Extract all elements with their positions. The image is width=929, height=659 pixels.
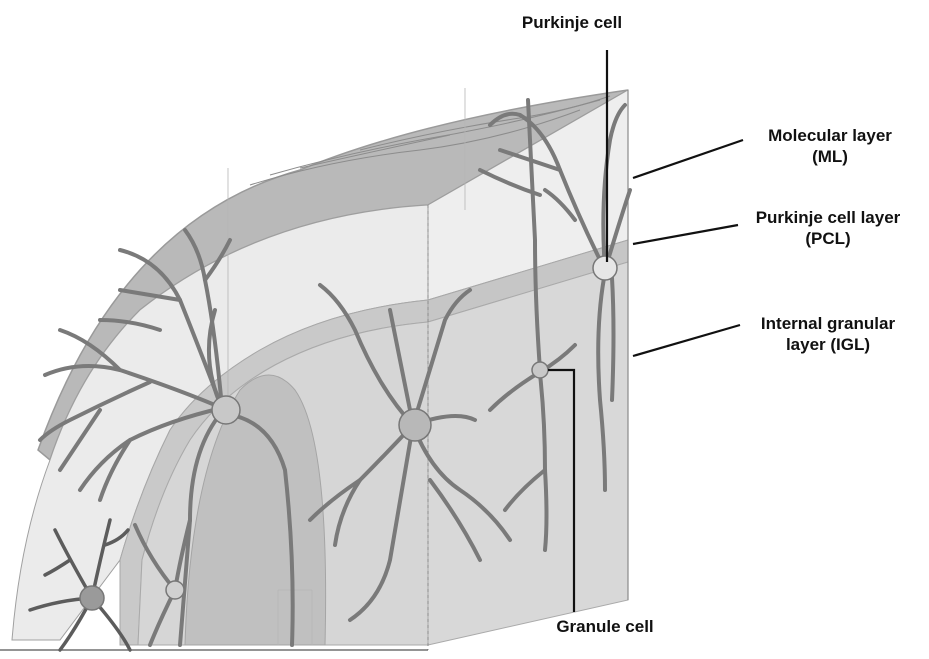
- left-purkinje-soma: [212, 396, 240, 424]
- internal-granular-layer-label: Internal granular layer (IGL): [728, 313, 928, 355]
- purkinje-cell-soma: [593, 256, 617, 280]
- basket-cell-soma: [166, 581, 184, 599]
- internal-granular-layer-label-line1: Internal granular: [728, 313, 928, 334]
- leader-molecular-layer: [633, 140, 743, 178]
- leader-internal-granular-layer: [633, 325, 740, 356]
- purkinje-cell-layer-label: Purkinje cell layer (PCL): [728, 207, 928, 249]
- granule-cell-soma: [532, 362, 548, 378]
- golgi-cell-soma: [80, 586, 104, 610]
- molecular-layer-label: Molecular layer (ML): [730, 125, 929, 167]
- molecular-layer-label-line1: Molecular layer: [730, 125, 929, 146]
- purkinje-cell-layer-label-line1: Purkinje cell layer: [728, 207, 928, 228]
- purkinje-cell-label: Purkinje cell: [497, 12, 647, 33]
- molecular-layer-label-line2: (ML): [730, 146, 929, 167]
- purkinje-cell-label-text: Purkinje cell: [497, 12, 647, 33]
- granule-cell-label: Granule cell: [530, 616, 680, 637]
- internal-granular-layer-label-line2: layer (IGL): [728, 334, 928, 355]
- leader-purkinje-cell-layer: [633, 225, 738, 244]
- middle-neuron-soma: [399, 409, 431, 441]
- granule-cell-label-text: Granule cell: [530, 616, 680, 637]
- purkinje-cell-layer-label-line2: (PCL): [728, 228, 928, 249]
